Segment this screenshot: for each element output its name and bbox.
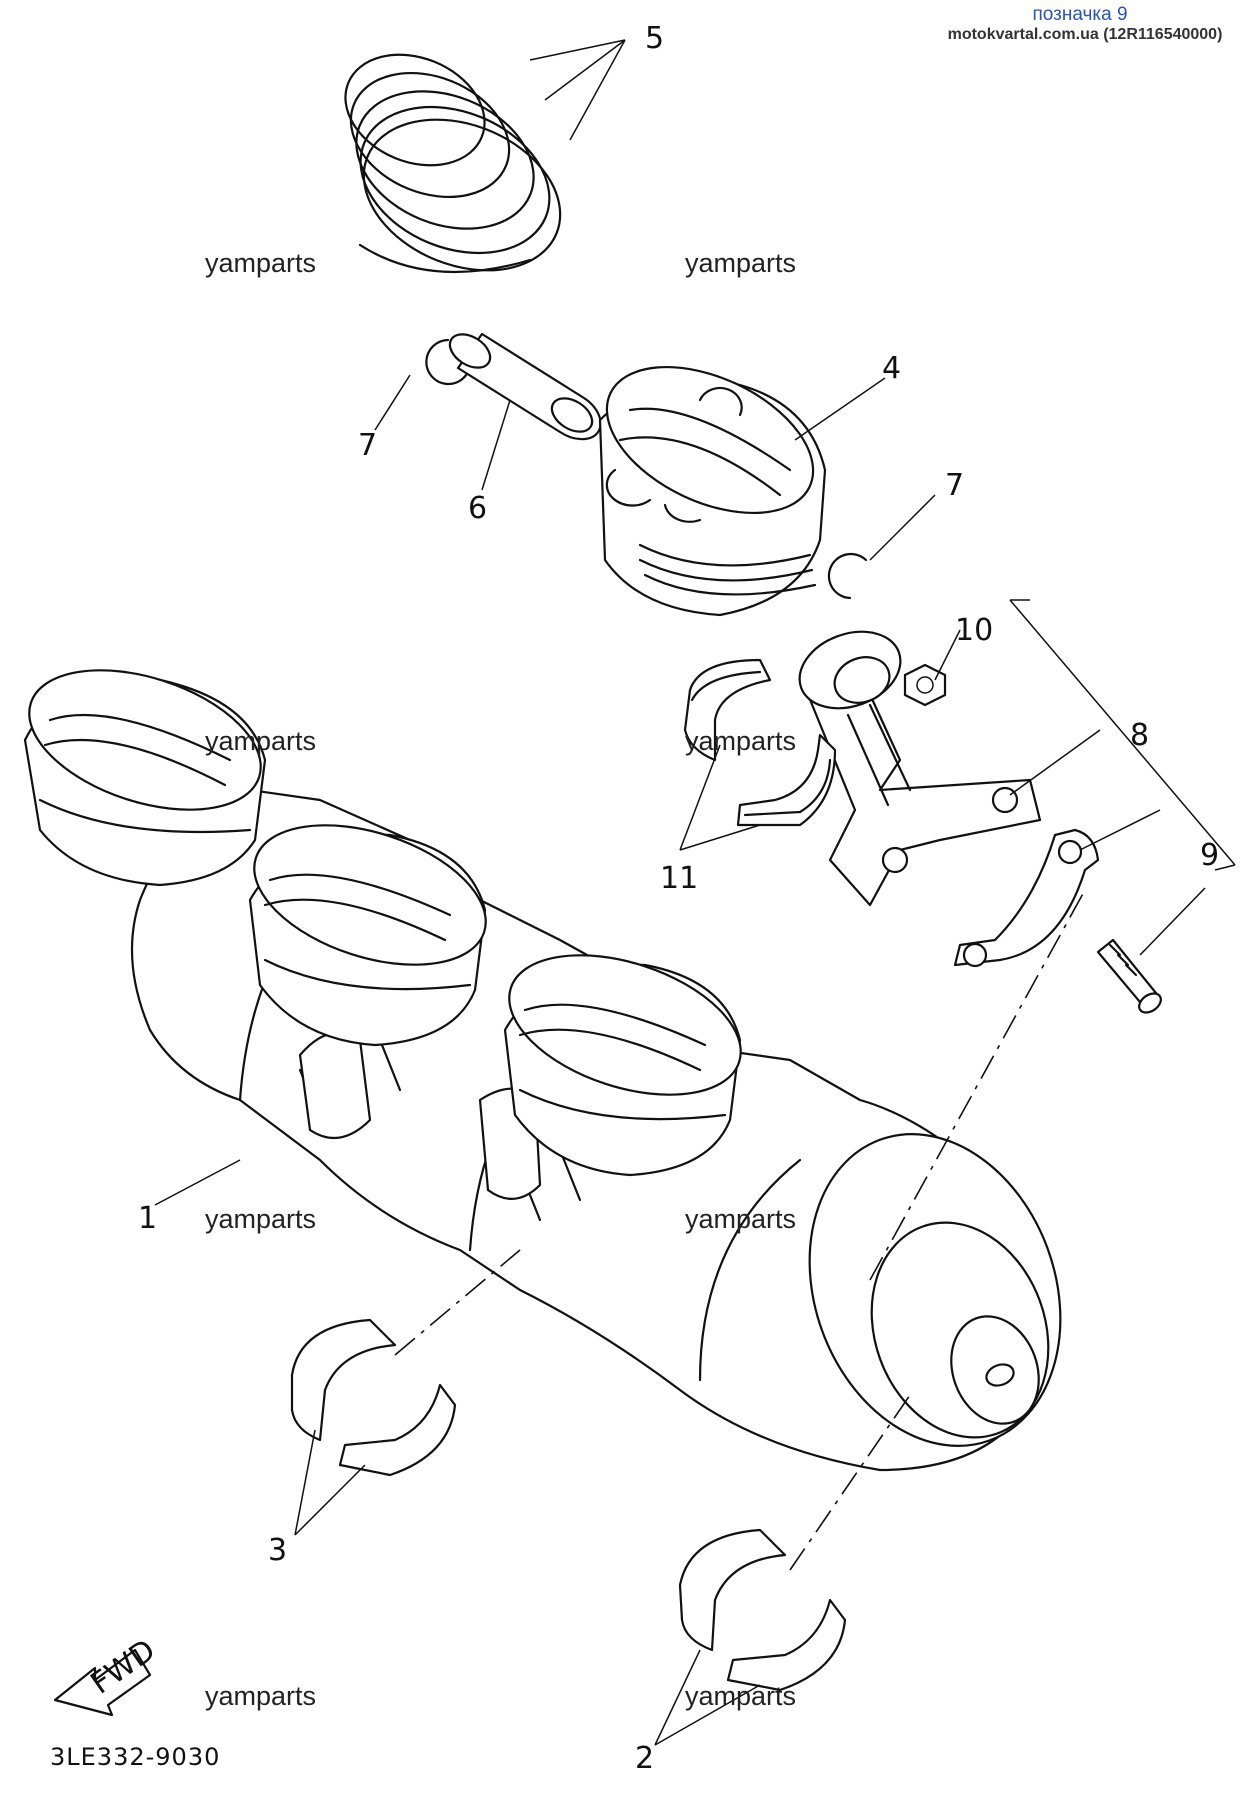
watermark: yamparts — [205, 1204, 316, 1234]
con-rod-nut — [903, 663, 947, 707]
header-source: motokvartal.com.ua (12R116540000) — [947, 26, 1223, 43]
watermark: yamparts — [205, 1681, 316, 1711]
centerline-left — [394, 1249, 521, 1356]
callout-3: 3 — [268, 1533, 287, 1568]
watermark: yamparts — [205, 248, 316, 278]
callout-7-left: 7 — [358, 428, 377, 463]
con-rod-bolt — [1096, 938, 1162, 1014]
diagram-code: 3LE332-9030 — [50, 1743, 220, 1771]
con-rod-cap — [953, 828, 1100, 968]
callout-6: 6 — [468, 491, 487, 526]
callout-2: 2 — [635, 1741, 654, 1776]
piston-pin — [448, 332, 602, 441]
circlip-right — [827, 552, 868, 600]
big-end-bearings — [683, 658, 837, 827]
centerline-right — [789, 1394, 911, 1571]
header-link[interactable]: позначка 9 — [1032, 4, 1128, 25]
piston — [598, 365, 827, 617]
centerline-rod — [869, 889, 1086, 1281]
main-bearings-left — [290, 1318, 457, 1477]
circlip-left — [425, 338, 472, 386]
callout-8: 8 — [1130, 718, 1149, 753]
watermark: yamparts — [685, 1681, 796, 1711]
main-bearings-right — [678, 1528, 847, 1692]
watermark: yamparts — [685, 248, 796, 278]
callout-10: 10 — [955, 613, 993, 648]
leader-lines — [154, 39, 1236, 1746]
callout-4: 4 — [882, 351, 901, 386]
callout-1: 1 — [138, 1201, 157, 1236]
watermark: yamparts — [205, 726, 316, 756]
callout-11: 11 — [660, 861, 698, 896]
crankshaft-assembly — [23, 669, 1062, 1472]
callout-9: 9 — [1200, 838, 1219, 873]
watermark: yamparts — [685, 1204, 796, 1234]
callout-5: 5 — [645, 21, 664, 56]
watermark: yamparts — [685, 726, 796, 756]
piston-rings — [344, 53, 562, 274]
callout-7-right: 7 — [945, 468, 964, 503]
connecting-rod — [798, 630, 1042, 907]
fwd-arrow-icon: FWD — [53, 1633, 162, 1717]
